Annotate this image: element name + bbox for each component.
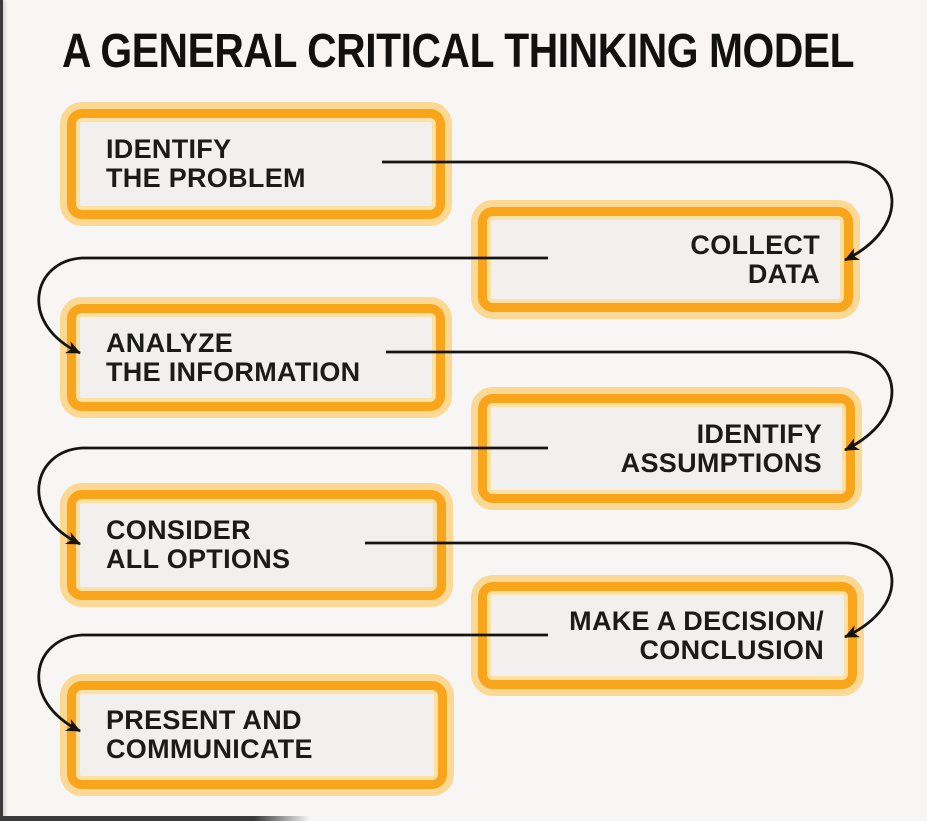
- step-label-line: COMMUNICATE: [106, 734, 313, 764]
- step-box-consider-all-options: CONSIDER ALL OPTIONS: [67, 490, 446, 600]
- left-edge-bar: [0, 0, 3, 821]
- step-label-line: IDENTIFY: [106, 134, 232, 164]
- step-label: PRESENT AND COMMUNICATE: [76, 706, 438, 764]
- step-label-line: IDENTIFY: [696, 418, 822, 449]
- step-box-collect-data: COLLECT DATA: [478, 207, 853, 312]
- step-label-line: CONSIDER: [106, 515, 251, 545]
- step-box-present-and-communicate: PRESENT AND COMMUNICATE: [67, 681, 447, 789]
- step-label-line: COLLECT: [690, 229, 820, 260]
- step-label: COLLECT DATA: [487, 229, 844, 289]
- step-box-identify-assumptions: IDENTIFY ASSUMPTIONS: [478, 394, 855, 503]
- step-label-line: MAKE A DECISION/: [569, 605, 824, 636]
- step-box-identify-the-problem: IDENTIFY THE PROBLEM: [67, 109, 445, 219]
- step-label: ANALYZE THE INFORMATION: [76, 327, 436, 387]
- step-label: CONSIDER ALL OPTIONS: [76, 516, 437, 574]
- bottom-edge-bar: [0, 816, 310, 821]
- step-label-line: ALL OPTIONS: [106, 544, 291, 574]
- step-box-analyze-the-information: ANALYZE THE INFORMATION: [67, 304, 445, 411]
- step-label-line: THE INFORMATION: [106, 356, 361, 387]
- step-label: IDENTIFY ASSUMPTIONS: [487, 418, 846, 478]
- step-label: MAKE A DECISION/ CONCLUSION: [487, 605, 848, 665]
- step-label-line: CONCLUSION: [639, 634, 824, 665]
- step-box-make-a-decision-conclusion: MAKE A DECISION/ CONCLUSION: [478, 582, 857, 689]
- step-label-line: ASSUMPTIONS: [620, 447, 822, 478]
- page-title: A GENERAL CRITICAL THINKING MODEL: [62, 25, 855, 78]
- step-label-line: DATA: [747, 258, 820, 289]
- step-label-line: ANALYZE: [106, 327, 234, 358]
- step-label-line: PRESENT AND: [106, 705, 302, 735]
- step-label-line: THE PROBLEM: [106, 163, 306, 193]
- step-label: IDENTIFY THE PROBLEM: [76, 135, 436, 193]
